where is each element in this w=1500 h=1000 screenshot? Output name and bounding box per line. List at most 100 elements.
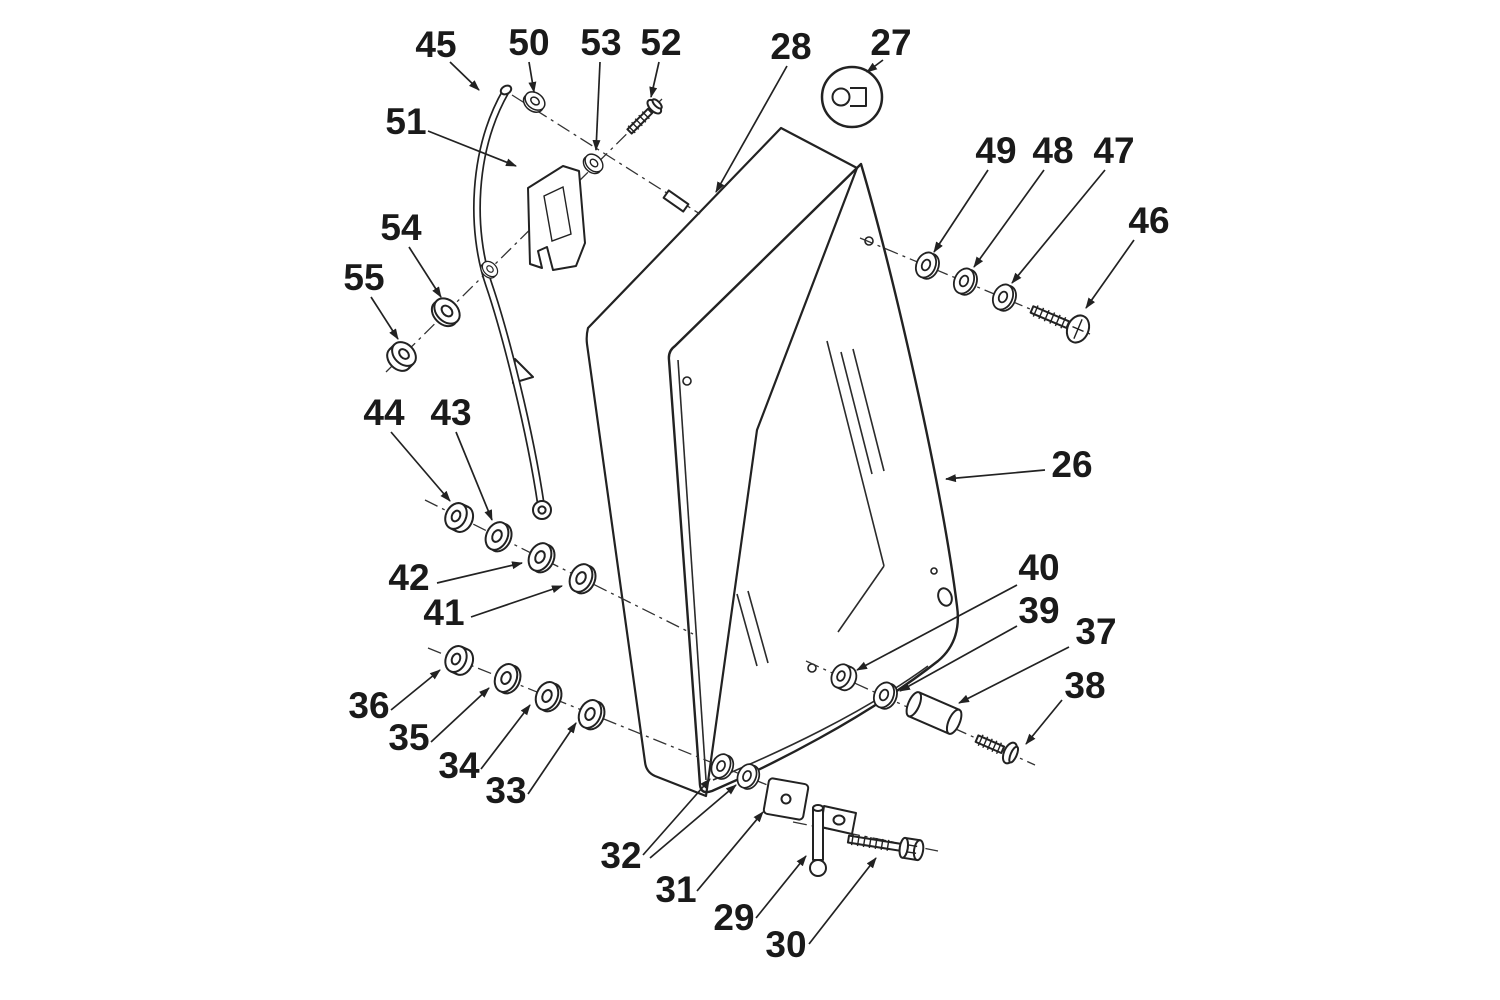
- callout-label-50[interactable]: 50: [508, 22, 549, 63]
- washer-53: [579, 149, 608, 178]
- leader-54: [408, 246, 442, 298]
- callout-label-46[interactable]: 46: [1128, 200, 1169, 241]
- axis-rod-top: [511, 94, 701, 215]
- leader-29: [755, 855, 807, 919]
- callout-label-45[interactable]: 45: [415, 24, 456, 65]
- axis-latch-stack: [385, 98, 663, 373]
- leader-28: [715, 65, 788, 193]
- kit-circle: [820, 65, 884, 129]
- callout-label-53[interactable]: 53: [580, 22, 621, 63]
- leader-arrows: [370, 59, 1135, 945]
- spacer-bushing-37: [905, 691, 963, 735]
- leader-49: [933, 169, 989, 253]
- leader-37: [958, 646, 1070, 704]
- callout-label-43[interactable]: 43: [430, 392, 471, 433]
- pivot-handle-29: [809, 804, 857, 877]
- washer-33: [573, 695, 610, 734]
- lock-nut-36: [440, 641, 479, 680]
- washer-47: [988, 280, 1021, 315]
- support-rod: [472, 84, 552, 520]
- kit-ring-icon: [831, 87, 851, 107]
- screw-38: [974, 734, 1020, 765]
- screw-46: [1029, 305, 1091, 344]
- leader-36: [390, 669, 441, 711]
- callout-label-42[interactable]: 42: [388, 557, 429, 598]
- callout-label-51[interactable]: 51: [385, 101, 426, 142]
- callout-label-35[interactable]: 35: [388, 717, 429, 758]
- hardware-kit-symbol: [820, 65, 884, 129]
- leader-41: [470, 585, 563, 618]
- leader-55: [370, 296, 399, 340]
- leader-52: [649, 61, 660, 98]
- rod-top-cap: [499, 84, 513, 96]
- callout-label-29[interactable]: 29: [713, 897, 754, 938]
- callout-label-36[interactable]: 36: [348, 685, 389, 726]
- hex-bolt-30: [846, 834, 925, 862]
- callout-label-41[interactable]: 41: [423, 592, 464, 633]
- glass-inner-edge-bottom: [712, 665, 929, 781]
- latch-bracket-outline: [527, 165, 586, 271]
- callout-label-33[interactable]: 33: [485, 770, 526, 811]
- latch-bracket-detail: [543, 185, 572, 242]
- glass-hole: [930, 567, 938, 575]
- callout-label-52[interactable]: 52: [640, 22, 681, 63]
- leader-32a: [642, 778, 711, 856]
- callout-label-27[interactable]: 27: [870, 22, 911, 63]
- callout-label-44[interactable]: 44: [363, 392, 405, 433]
- leader-47: [1011, 169, 1106, 284]
- leader-31: [696, 811, 764, 892]
- callout-label-37[interactable]: 37: [1075, 611, 1116, 652]
- leader-38: [1025, 699, 1063, 745]
- rear-frame-panel: [585, 126, 859, 798]
- leader-46: [1085, 239, 1135, 309]
- leader-35: [430, 687, 490, 743]
- axis-mid-stack: [424, 499, 694, 635]
- washer-48: [949, 264, 982, 299]
- callout-label-26[interactable]: 26: [1051, 444, 1092, 485]
- washer-43: [480, 517, 517, 557]
- glass-slot-hole: [937, 587, 953, 607]
- leader-34: [480, 704, 531, 770]
- leader-43: [455, 431, 493, 521]
- callout-label-47[interactable]: 47: [1093, 130, 1134, 171]
- washer-50: [519, 87, 550, 117]
- leader-44: [390, 431, 451, 502]
- callout-label-32[interactable]: 32: [600, 835, 641, 876]
- screw-52: [626, 98, 663, 135]
- washer-49: [911, 248, 944, 283]
- leader-40: [856, 584, 1018, 671]
- callout-labels: 45 50 53 52 28 27 49 48 47 46 51 54 55 4…: [343, 22, 1169, 965]
- glass-reflection-lines: [736, 340, 885, 667]
- callout-label-30[interactable]: 30: [765, 924, 806, 965]
- leader-50: [528, 61, 537, 93]
- spacer-sleeve: [662, 189, 690, 213]
- leader-33: [527, 722, 577, 795]
- leader-48: [973, 169, 1045, 268]
- leader-42: [436, 561, 523, 584]
- lock-nut-40: [826, 660, 861, 695]
- leader-30: [808, 857, 877, 945]
- callout-label-55[interactable]: 55: [343, 257, 384, 298]
- mounting-pad-31: [762, 777, 810, 821]
- kit-clip-icon: [850, 87, 867, 107]
- callout-label-28[interactable]: 28: [770, 26, 811, 67]
- glass-hole: [682, 376, 692, 386]
- washer-34: [530, 677, 567, 716]
- callout-label-54[interactable]: 54: [380, 207, 422, 248]
- callout-label-40[interactable]: 40: [1018, 547, 1059, 588]
- callout-label-31[interactable]: 31: [655, 869, 696, 910]
- callout-label-49[interactable]: 49: [975, 130, 1016, 171]
- callout-label-39[interactable]: 39: [1018, 590, 1059, 631]
- callout-label-48[interactable]: 48: [1032, 130, 1073, 171]
- leader-45: [449, 61, 480, 91]
- glass-inner-edge-left: [677, 359, 707, 781]
- washer-41: [564, 559, 601, 599]
- callout-label-34[interactable]: 34: [438, 745, 480, 786]
- callout-label-38[interactable]: 38: [1064, 665, 1105, 706]
- washer-39: [869, 678, 902, 713]
- leader-39: [899, 625, 1018, 692]
- latch-bracket: [527, 165, 586, 271]
- washer-32b: [732, 760, 764, 793]
